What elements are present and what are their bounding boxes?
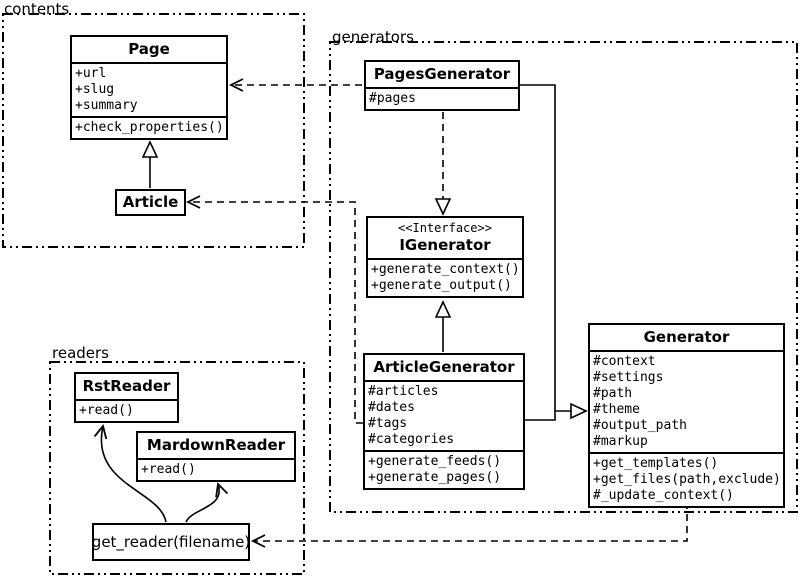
class-igenerator-stereotype: <<Interface>> [398,221,492,235]
attribute: #markup [593,434,648,449]
attribute: #settings [593,370,664,385]
class-rstreader-methods: +read() [76,399,177,421]
class-rstreader-title: RstReader [82,377,171,395]
class-articlegenerator-attributes: #articles#dates#tags#categories [365,380,523,450]
function-get-reader: get_reader(filename) [92,523,250,561]
class-articlegenerator-title: ArticleGenerator [373,358,515,376]
method: +get_files(path,exclude) [593,472,781,487]
package-label-readers: readers [52,344,109,362]
method: +generate_feeds() [368,454,502,469]
attribute: +summary [75,98,138,113]
class-page: Page +url+slug+summary +check_properties… [70,35,228,140]
class-article: Article [115,189,186,216]
dependency-articlegenerator-to-article [185,195,363,424]
class-rstreader: RstReader +read() [74,372,179,423]
function-get-reader-label: get_reader(filename) [91,533,251,551]
attribute: #articles [368,384,439,399]
attribute: +url [75,66,107,81]
class-article-title: Article [122,193,179,211]
class-articlegenerator-methods: +generate_feeds()+generate_pages() [365,450,523,488]
method: +get_templates() [593,456,719,471]
attribute: #categories [368,432,455,447]
attribute: +slug [75,82,115,97]
attribute: #tags [368,416,408,431]
method: +generate_pages() [368,470,502,485]
class-articlegenerator: ArticleGenerator #articles#dates#tags#ca… [363,353,525,490]
attribute: #output_path [593,418,687,433]
class-page-methods: +check_properties() [72,116,226,138]
method: +read() [79,403,134,418]
class-generator-title: Generator [643,328,730,346]
class-igenerator: <<Interface>> IGenerator +generate_conte… [366,216,524,298]
class-igenerator-header: <<Interface>> IGenerator [368,218,522,258]
attribute: #pages [369,91,416,106]
class-pagesgenerator-attributes: #pages [366,87,518,109]
class-generator-methods: +get_templates()+get_files(path,exclude)… [590,452,783,506]
class-generator: Generator #context#settings#path#theme#o… [588,323,785,508]
class-igenerator-title: IGenerator [399,236,491,254]
method: +generate_context() [371,262,520,277]
class-pagesgenerator: PagesGenerator #pages [364,60,520,111]
class-igenerator-methods: +generate_context()+generate_output() [368,258,522,296]
class-generator-attributes: #context#settings#path#theme#output_path… [590,350,783,452]
class-page-title: Page [128,40,170,58]
attribute: #dates [368,400,415,415]
attribute: #theme [593,402,640,417]
class-markdownreader-methods: +read() [138,458,294,480]
package-label-contents: contents [4,0,70,18]
class-page-attributes: +url+slug+summary [72,62,226,116]
class-pagesgenerator-title: PagesGenerator [373,65,511,83]
attribute: #context [593,354,656,369]
method: +read() [141,462,196,477]
attribute: #path [593,386,633,401]
package-label-generators: generators [332,28,414,46]
method: +check_properties() [75,120,224,135]
arrow-getreader-to-markdownreader [185,482,229,523]
generalization-pagesgenerator-to-generator [519,84,586,411]
method: #_update_context() [593,488,734,503]
generalization-articlegenerator-to-generator [524,411,556,421]
class-markdownreader-title: MardownReader [146,436,286,454]
class-markdownreader: MardownReader +read() [136,431,296,482]
method: +generate_output() [371,278,512,293]
